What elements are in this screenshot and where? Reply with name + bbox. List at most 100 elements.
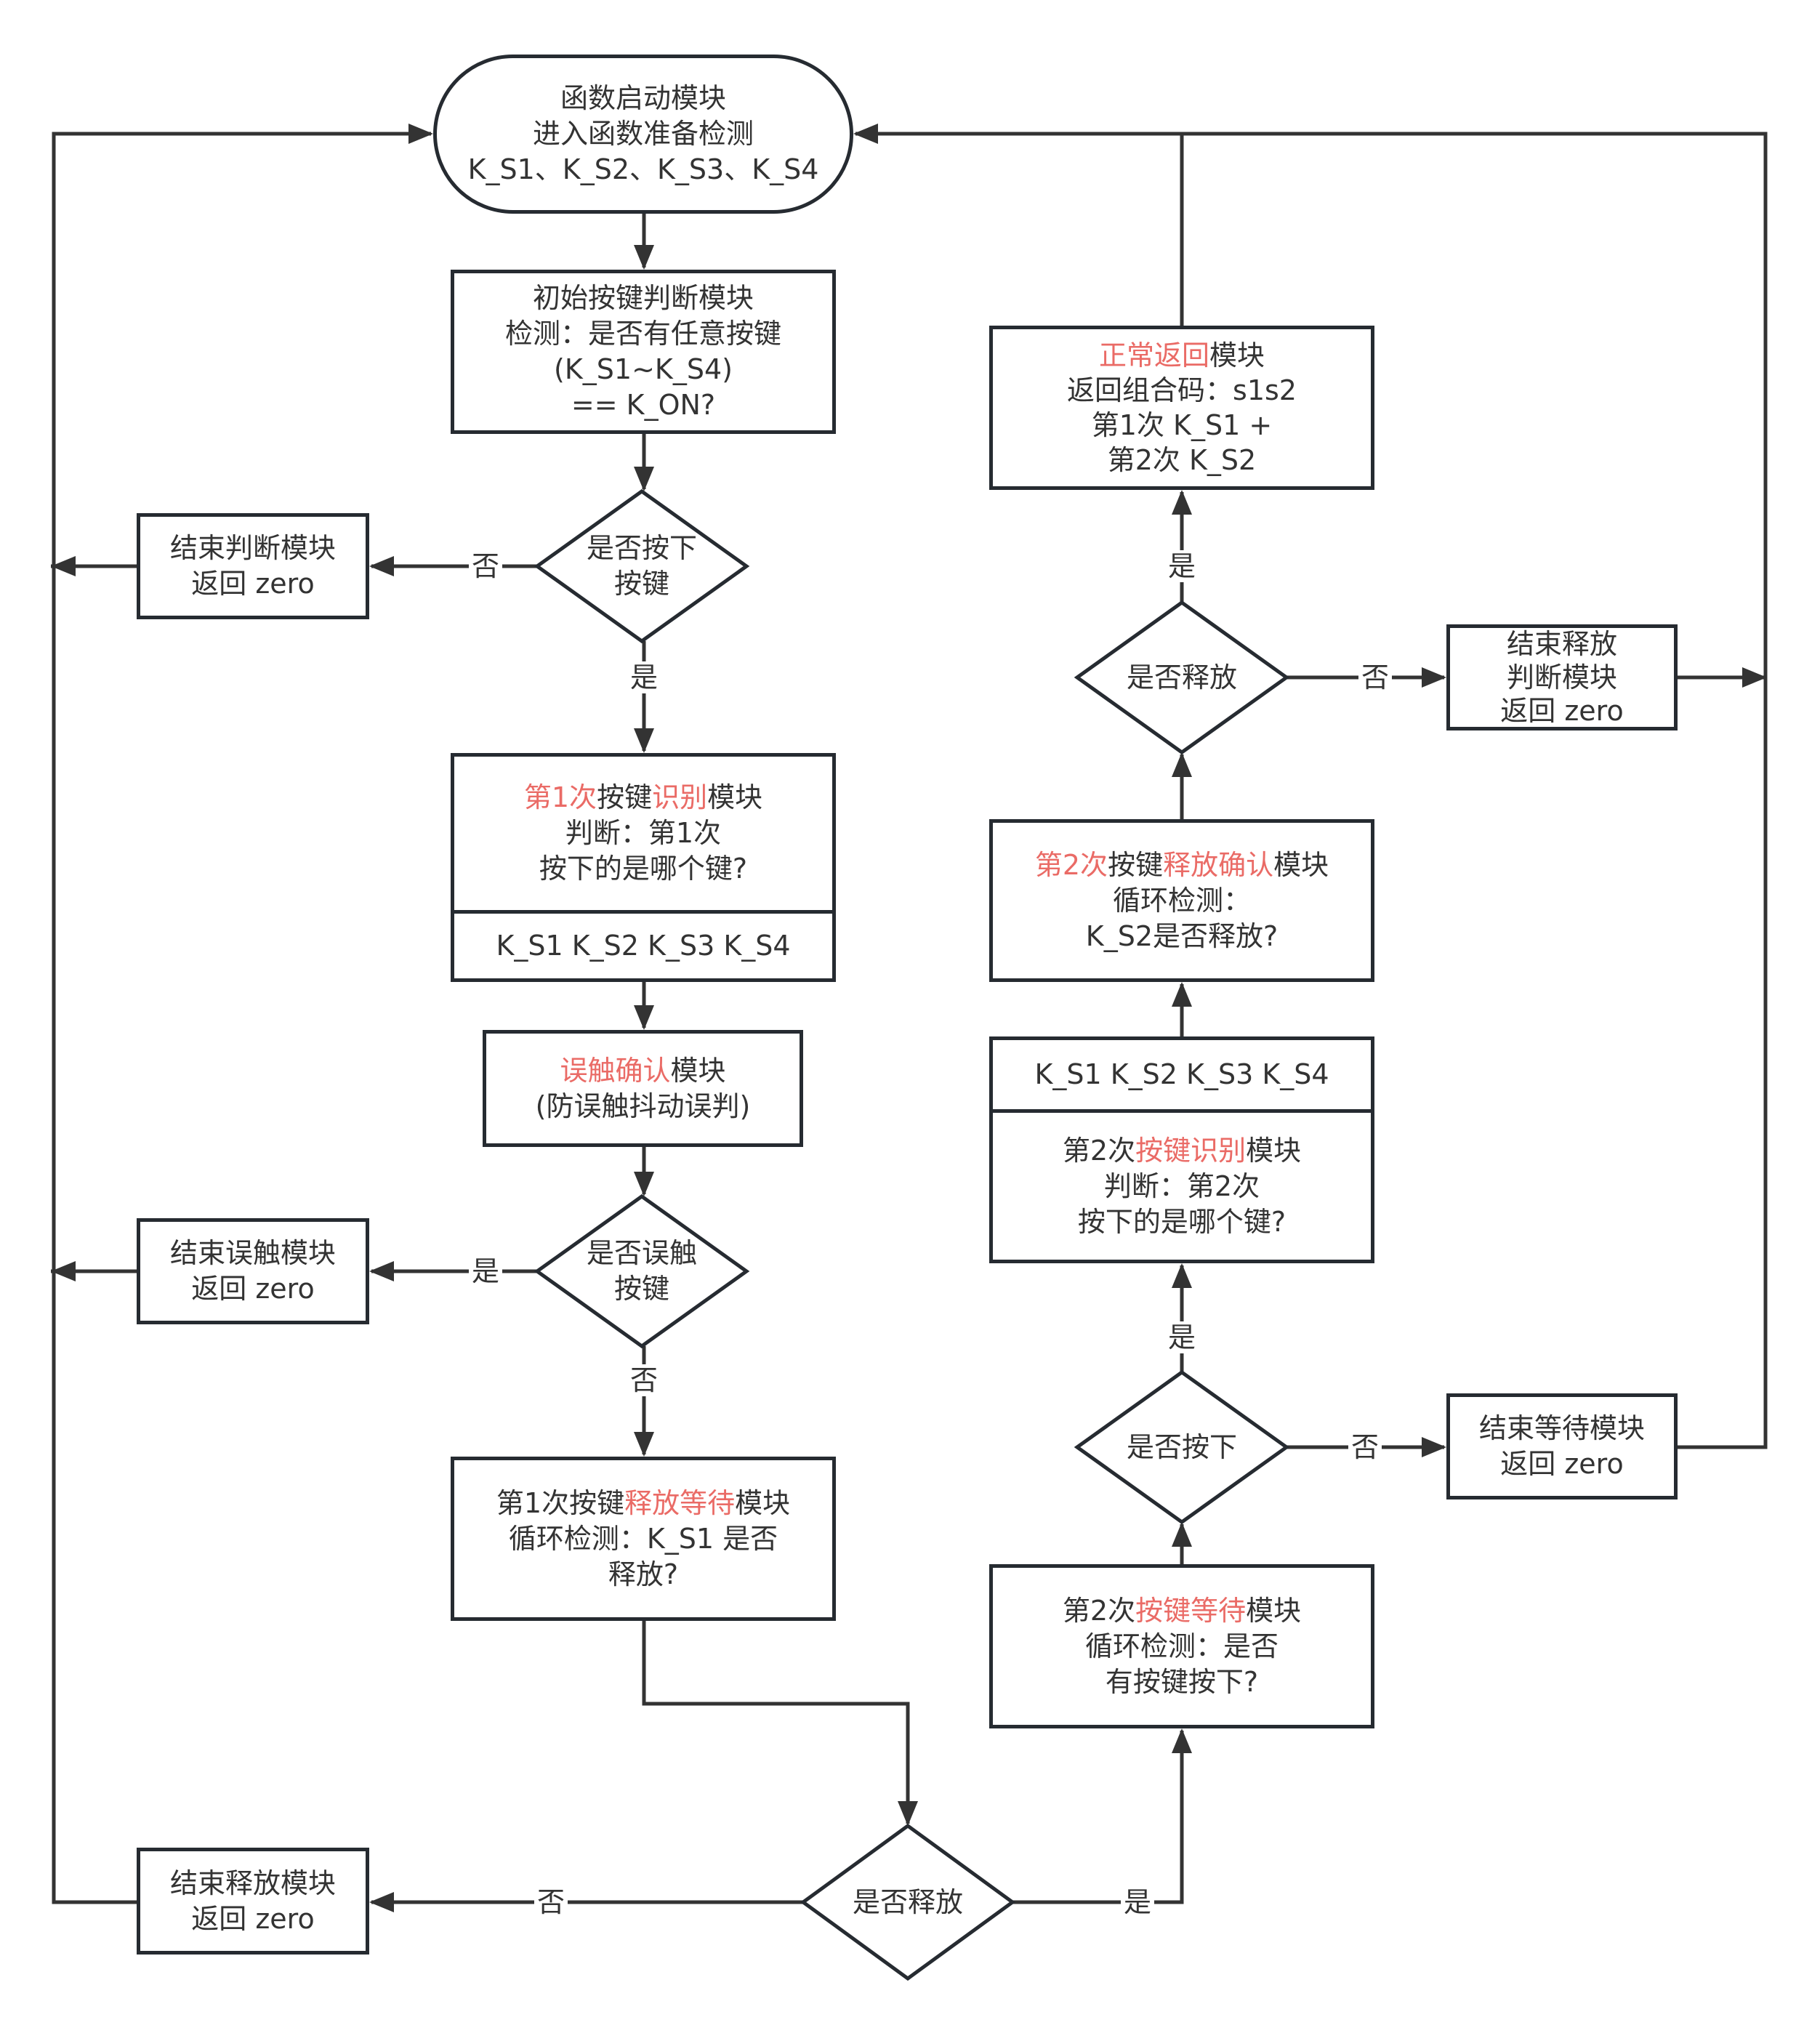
text-segment: K_S1、K_S2、K_S3、K_S4	[467, 153, 819, 185]
text-segment: 返回 zero	[1500, 1448, 1624, 1480]
node-text-line: 是否按下	[587, 531, 697, 566]
node-text-line: (防误触抖动误判)	[536, 1089, 751, 1124]
node-text-line: 结束判断模块	[170, 531, 336, 566]
arrowhead-to-decision-r1	[1172, 752, 1192, 777]
decision-released-2: 是否释放	[1077, 603, 1287, 752]
text-segment: 结束判断模块	[169, 532, 336, 564]
text-segment: 模块	[1209, 339, 1265, 371]
node-text-line: 函数启动模块	[560, 81, 726, 116]
node-text-line: 按键	[614, 566, 669, 602]
identify-2-keys: K_S1 K_S2 K_S3 K_S4	[993, 1040, 1371, 1113]
text-segment: 判断模块	[1506, 661, 1617, 693]
node-text-line: 正常返回模块	[1099, 338, 1265, 373]
node-text-line: 是否按下	[1127, 1430, 1237, 1465]
node-text-line: 第1次 K_S1 +	[1092, 408, 1272, 443]
decision-key-pressed: 是否按下按键	[537, 491, 746, 641]
highlighted-text: 第1次	[523, 781, 597, 813]
text-segment: 按下的是哪个键?	[1077, 1205, 1287, 1238]
end-wait-box: 结束等待模块返回 zero	[1446, 1393, 1678, 1499]
key-wait-2-box: 第2次按键等待模块循环检测：是否有按键按下?	[989, 1564, 1374, 1728]
text-segment: 结束误触模块	[169, 1237, 336, 1269]
node-text-line: 初始按键判断模块	[533, 281, 754, 316]
text-segment: 模块	[1273, 848, 1329, 881]
text-segment: 按下的是哪个键?	[539, 853, 748, 885]
arrowhead-to-identify-2	[1172, 1263, 1192, 1288]
arrowhead-to-identify-1	[634, 728, 654, 753]
node-text-line: 返回组合码：s1s2	[1067, 373, 1297, 408]
text-segment: K_S2是否释放?	[1085, 919, 1279, 952]
text-segment: 循环检测：K_S1 是否	[508, 1522, 778, 1555]
arrowhead-bus-right	[1742, 667, 1767, 688]
node-text-line: 按键	[614, 1271, 669, 1307]
node-text-line: 判断模块	[1507, 661, 1617, 694]
edge-label-mistouch-yes: 是	[468, 1255, 503, 1287]
node-text-line: 返回 zero	[1500, 694, 1623, 728]
edge-label-pressed-no: 否	[468, 550, 503, 582]
node-text-line: 误触确认模块	[560, 1053, 725, 1089]
arrowhead-to-normal-return	[1172, 490, 1192, 515]
text-segment: 是否释放	[852, 1885, 963, 1918]
arrowhead-to-mistouch	[634, 1005, 654, 1030]
text-segment: 返回组合码：s1s2	[1067, 374, 1297, 406]
node-text-line: 判断：第1次	[565, 816, 721, 851]
decision-key-pressed-shape	[533, 488, 750, 644]
text-segment: 结束释放	[1506, 628, 1617, 660]
identify-2-description: 第2次按键识别模块判断：第2次按下的是哪个键?	[993, 1113, 1371, 1260]
node-text-line: 结束释放模块	[170, 1866, 336, 1901]
arrowhead-to-decision-3	[898, 1801, 918, 1826]
text-segment: 返回 zero	[191, 568, 315, 600]
text-segment: 模块	[735, 1486, 791, 1519]
text-segment: 是否释放	[1126, 661, 1237, 693]
node-text-line: 第1次按键释放等待模块	[496, 1486, 790, 1521]
arrowhead-to-release-confirm	[1172, 982, 1192, 1007]
arrowhead-to-decision-2	[634, 1172, 654, 1196]
identify-1-description: 第1次按键识别模块判断：第1次按下的是哪个键?	[454, 757, 832, 914]
node-text-line: 循环检测：K_S1 是否	[509, 1521, 778, 1557]
text-segment: 有按键按下?	[1105, 1665, 1259, 1698]
node-text-line: 按下的是哪个键?	[1078, 1204, 1286, 1240]
node-text-line: K_S2是否释放?	[1086, 919, 1278, 954]
decision-released-1-shape	[800, 1823, 1016, 1981]
edge-label-released2-no: 否	[1358, 661, 1393, 693]
node-text-line: 释放?	[608, 1557, 678, 1593]
text-segment: 是否按下	[586, 532, 697, 564]
text-segment: 判断：第1次	[565, 817, 722, 849]
node-text-line: K_S1、K_S2、K_S3、K_S4	[468, 152, 819, 188]
text-segment: 结束释放模块	[169, 1867, 336, 1899]
edge-label-pressed-yes: 是	[627, 661, 661, 693]
edge-label-released2-yes: 是	[1164, 550, 1199, 582]
node-text-line: 返回 zero	[191, 1901, 314, 1937]
edge-label-pressed2-yes: 是	[1164, 1321, 1199, 1353]
node-text-line: 返回 zero	[1500, 1446, 1623, 1482]
node-text-line: 有按键按下?	[1106, 1664, 1258, 1700]
arrowhead-to-release-wait	[634, 1432, 654, 1457]
text-segment: 按键	[597, 781, 653, 813]
edge-label-released1-yes: 是	[1120, 1886, 1155, 1918]
release-wait-1-box: 第1次按键释放等待模块循环检测：K_S1 是否释放?	[451, 1457, 836, 1621]
identify-1-box: 第1次按键识别模块判断：第1次按下的是哪个键? K_S1 K_S2 K_S3 K…	[451, 753, 836, 982]
text-segment: 释放?	[608, 1558, 679, 1590]
arrowhead-to-decision-1	[634, 467, 654, 491]
arrowhead-bus-left-2	[51, 1261, 76, 1281]
text-segment: 是否按下	[1126, 1430, 1237, 1463]
arrowhead-to-decision-r2	[1172, 1522, 1192, 1547]
mistouch-confirm-box: 误触确认模块(防误触抖动误判)	[483, 1030, 803, 1147]
text-segment: 按键	[1108, 848, 1164, 881]
edge-label-released1-no: 否	[533, 1886, 568, 1918]
edge-label-pressed2-no: 否	[1348, 1431, 1382, 1463]
text-segment: 是否误触	[586, 1237, 697, 1269]
end-release-box: 结束释放模块返回 zero	[137, 1848, 369, 1955]
text-segment: 按键	[613, 1273, 669, 1305]
text-segment: 进入函数准备检测	[532, 118, 754, 150]
initial-key-check-box: 初始按键判断模块检测：是否有任意按键(K_S1~K_S4)== K_ON?	[451, 270, 836, 434]
text-segment: 检测：是否有任意按键	[504, 318, 781, 350]
highlighted-text: 释放确认	[1163, 848, 1274, 881]
edge-releasewait-to-decision	[642, 1621, 910, 1824]
node-text-line: 循环检测：是否	[1085, 1629, 1279, 1664]
node-text-line: 按下的是哪个键?	[539, 851, 747, 887]
text-segment: 模块	[707, 781, 763, 813]
text-segment: 返回 zero	[191, 1273, 315, 1305]
